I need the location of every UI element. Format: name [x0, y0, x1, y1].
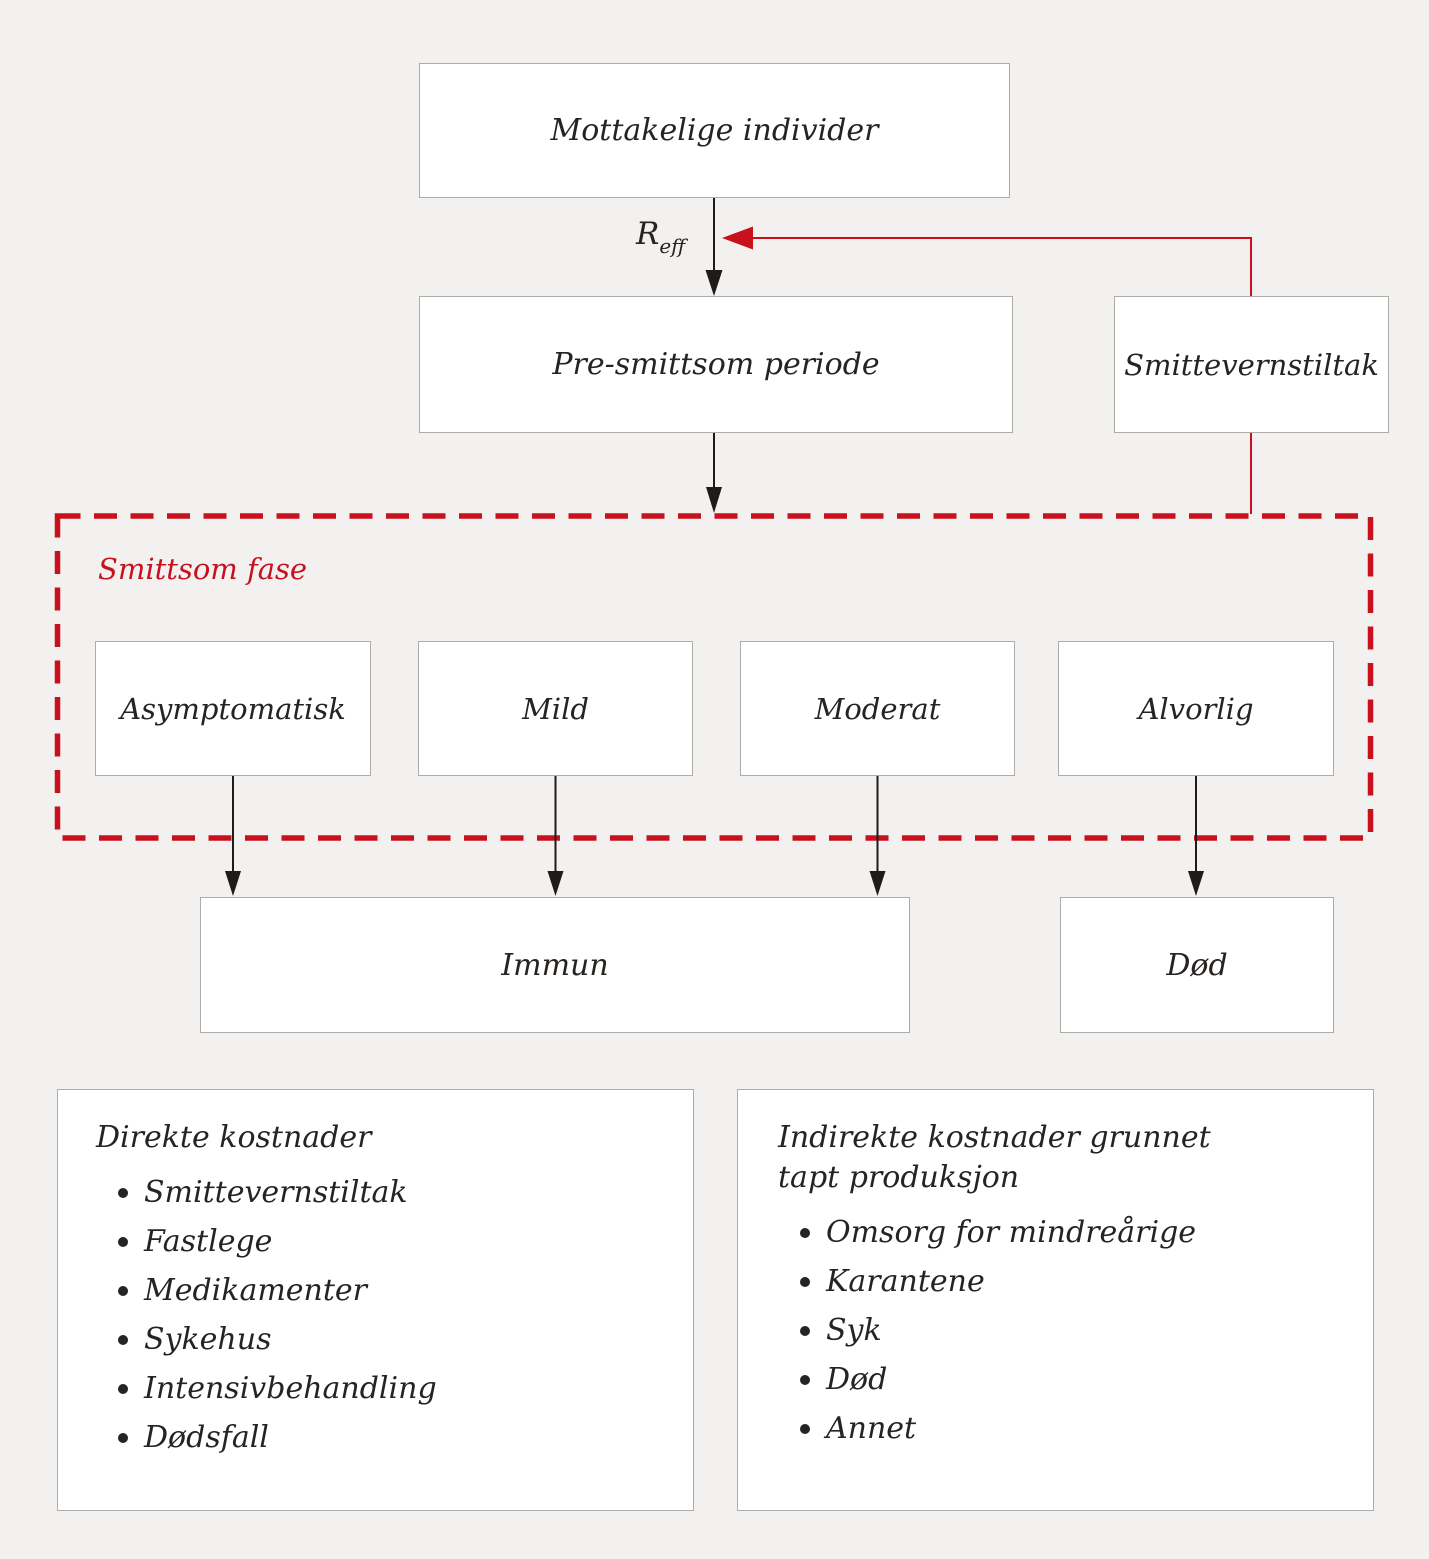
- cost-item: Syk: [778, 1306, 1335, 1355]
- reff-label: Reff: [636, 216, 685, 256]
- node-mild-label: Mild: [522, 691, 589, 726]
- arrowhead-interventions-to-reff: [722, 226, 753, 250]
- arrowhead-mild-to-immune: [547, 871, 564, 896]
- node-pre-infectious: Pre-smittsom periode: [419, 296, 1013, 433]
- reff-subscript: eff: [659, 234, 686, 258]
- indirect-costs-list: Omsorg for mindreårige Karantene Syk Død…: [778, 1208, 1335, 1453]
- cost-item: Karantene: [778, 1257, 1335, 1306]
- node-moderate: Moderat: [740, 641, 1015, 776]
- node-immune: Immun: [200, 897, 910, 1033]
- infectious-phase-boundary: [54, 513, 1374, 841]
- direct-costs-list: Smittevernstiltak Fastlege Medikamenter …: [96, 1168, 655, 1462]
- node-susceptible: Mottakelige individer: [419, 63, 1010, 198]
- node-severe: Alvorlig: [1058, 641, 1334, 776]
- node-immune-label: Immun: [501, 947, 609, 983]
- cost-item: Intensivbehandling: [96, 1364, 655, 1413]
- node-pre-infectious-label: Pre-smittsom periode: [552, 347, 880, 382]
- arrowhead-severe-to-dead: [1188, 871, 1204, 896]
- node-interventions: Smittevernstiltak: [1114, 296, 1389, 433]
- cost-item: Medikamenter: [96, 1266, 655, 1315]
- cost-item: Død: [778, 1355, 1335, 1404]
- cost-item: Smittevernstiltak: [96, 1168, 655, 1217]
- cost-item: Fastlege: [96, 1217, 655, 1266]
- infectious-phase-label: Smittsom fase: [98, 552, 308, 586]
- node-susceptible-label: Mottakelige individer: [550, 113, 879, 148]
- node-dead-label: Død: [1166, 947, 1228, 983]
- node-dead: Død: [1060, 897, 1334, 1033]
- node-moderate-label: Moderat: [814, 691, 941, 726]
- node-severe-label: Alvorlig: [1138, 691, 1254, 726]
- node-asymptomatic-label: Asymptomatisk: [120, 691, 346, 726]
- cost-item: Omsorg for mindreårige: [778, 1208, 1335, 1257]
- reff-base: R: [636, 216, 660, 252]
- arrowhead-pre-to-infectious: [706, 487, 722, 513]
- arrowhead-susceptible-to-pre: [705, 270, 723, 296]
- arrowhead-asymptomatic-to-immune: [225, 871, 241, 896]
- cost-item: Annet: [778, 1404, 1335, 1453]
- indirect-costs-title: Indirekte kostnader grunnet tapt produks…: [778, 1120, 1211, 1195]
- line-interventions-to-reff: [753, 237, 1252, 296]
- indirect-costs-box: Indirekte kostnader grunnet tapt produks…: [737, 1089, 1374, 1511]
- direct-costs-title: Direkte kostnader: [96, 1120, 372, 1155]
- direct-costs-box: Direkte kostnader Smittevernstiltak Fast…: [57, 1089, 694, 1511]
- cost-item: Sykehus: [96, 1315, 655, 1364]
- node-mild: Mild: [418, 641, 693, 776]
- node-interventions-label: Smittevernstiltak: [1124, 347, 1379, 382]
- arrowhead-moderate-to-immune: [869, 871, 886, 896]
- cost-item: Dødsfall: [96, 1413, 655, 1462]
- node-asymptomatic: Asymptomatisk: [95, 641, 371, 776]
